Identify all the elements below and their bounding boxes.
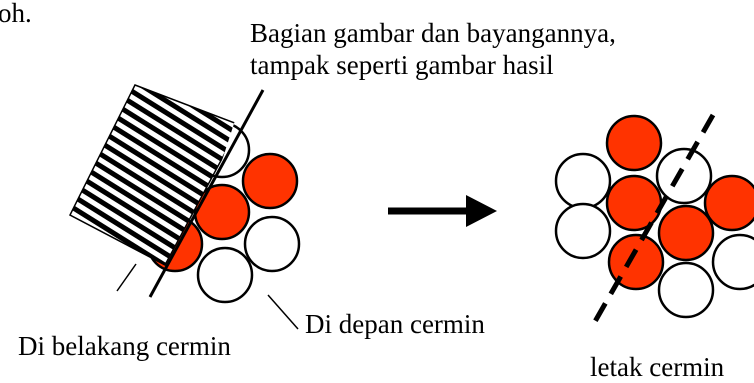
label-behind-mirror: Di belakang cermin xyxy=(18,331,231,361)
right-circle-1 xyxy=(605,114,663,172)
label-front-mirror: Di depan cermin xyxy=(305,309,485,339)
pointer-front-line xyxy=(267,294,299,330)
right-circle-8 xyxy=(607,233,665,291)
right-circle-10 xyxy=(657,261,715,319)
left-circle-2 xyxy=(241,152,299,210)
pointer-behind-line xyxy=(116,263,137,292)
label-mirror-position: letak cermin xyxy=(590,352,725,382)
top-fragment-text: oh. xyxy=(0,0,32,28)
mirror-line xyxy=(148,89,265,298)
right-circle-group xyxy=(554,114,754,319)
right-circle-3 xyxy=(655,147,713,205)
right-circle-9 xyxy=(711,233,754,291)
right-circle-6 xyxy=(554,202,612,260)
arrow xyxy=(388,195,497,227)
right-circle-2 xyxy=(554,152,612,210)
right-circle-7 xyxy=(657,204,715,262)
hatched-card xyxy=(69,84,242,267)
right-circle-5 xyxy=(703,174,754,232)
caption-line-1: Bagian gambar dan bayangannya, xyxy=(250,18,616,48)
caption-line-2: tampak seperti gambar hasil xyxy=(250,50,554,80)
dashed-mirror-line xyxy=(590,113,716,327)
left-circle-6 xyxy=(196,246,254,304)
right-circle-4 xyxy=(605,174,663,232)
left-circle-4 xyxy=(243,215,301,273)
